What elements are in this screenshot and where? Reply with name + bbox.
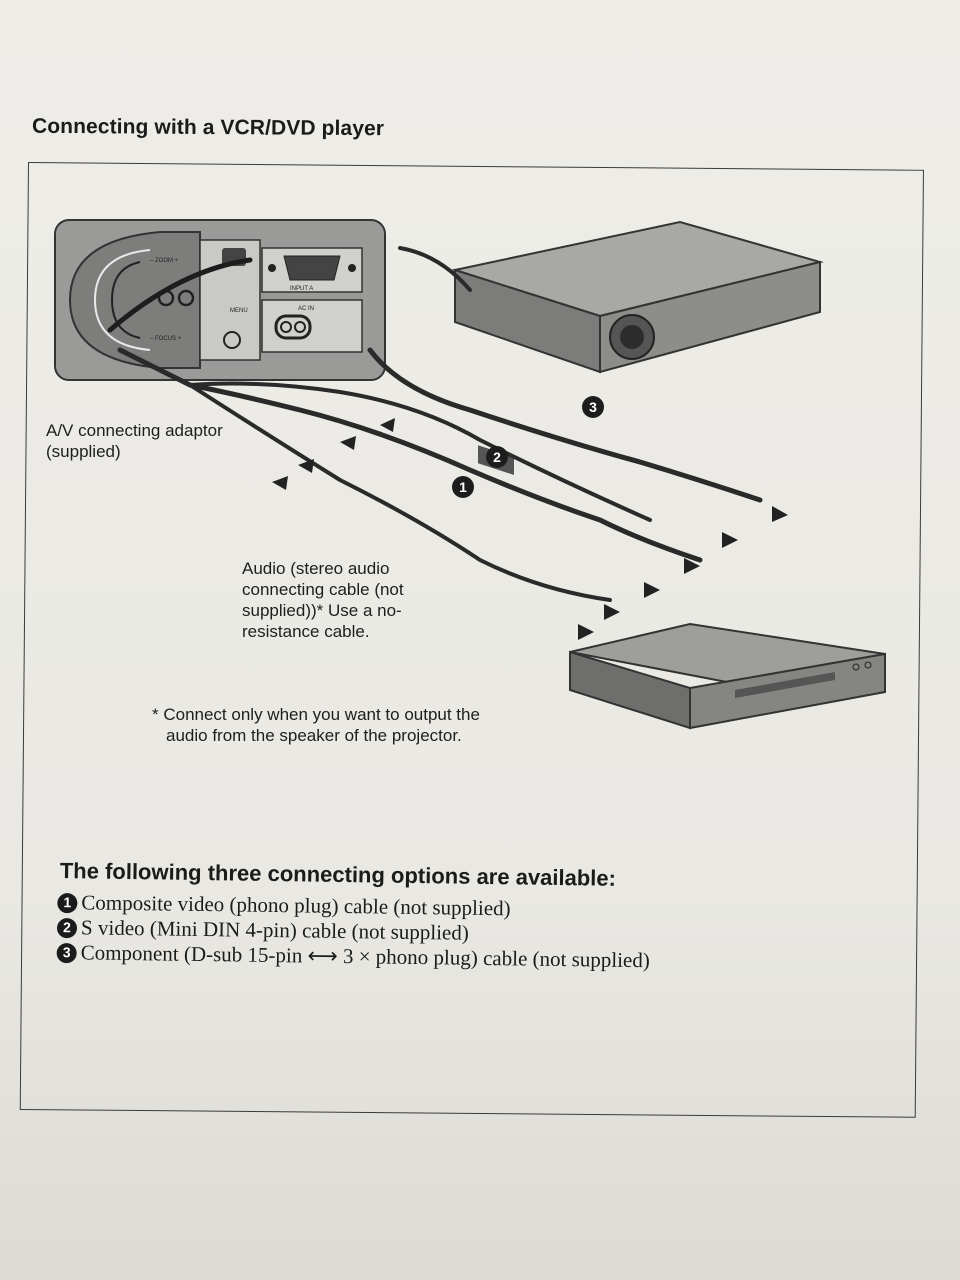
ac-in-label: AC IN	[298, 306, 314, 312]
menu-label: MENU	[230, 308, 248, 314]
option-number-3: 3	[56, 942, 77, 963]
input-a-label: INPUT A	[290, 286, 313, 292]
badge-1: 1	[452, 476, 474, 498]
dvd-player-device	[569, 622, 886, 730]
direction-arrows	[272, 418, 788, 640]
audio-cable-label: Audio (stereo audio connecting cable (no…	[242, 559, 404, 641]
connection-diagram: – ZOOM + – FOCUS + INPUT A AC IN MENU	[46, 219, 886, 746]
projector-side-panel: – ZOOM + – FOCUS + INPUT A AC IN MENU	[54, 219, 386, 381]
zoom-label: – ZOOM +	[150, 258, 179, 264]
adaptor-label: A/V connecting adaptor (supplied)	[46, 421, 223, 461]
badge-3: 3	[582, 396, 604, 418]
diagram-illustration: – ZOOM + – FOCUS + INPUT A AC IN MENU	[54, 219, 886, 730]
cables	[107, 246, 763, 602]
badge-2: 2	[486, 446, 508, 468]
projector-device	[451, 220, 824, 476]
footnote-line-1: * Connect only when you want to output t…	[152, 705, 480, 724]
connection-options: The following three connecting options a…	[56, 858, 838, 976]
focus-label: – FOCUS +	[150, 336, 182, 342]
footnote-line-2: audio from the speaker of the projector.	[166, 726, 462, 745]
footnote: * Connect only when you want to output t…	[152, 704, 572, 746]
option-number-2: 2	[56, 917, 78, 938]
option-number-1: 1	[57, 892, 78, 913]
